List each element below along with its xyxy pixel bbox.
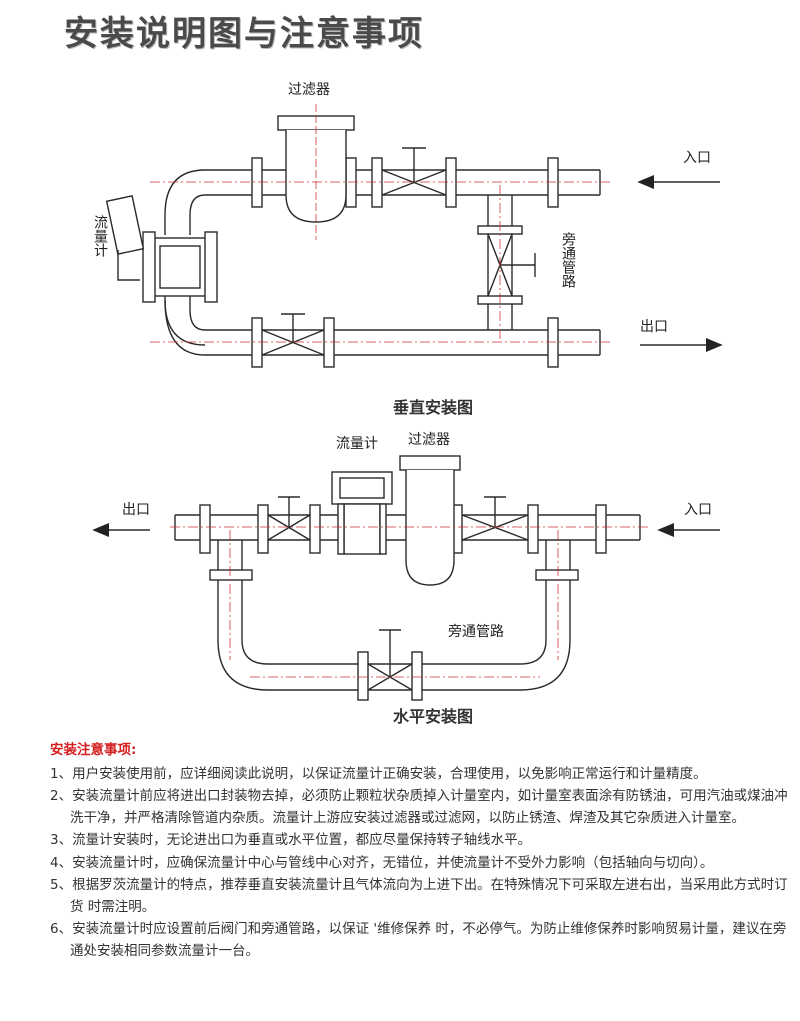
horizontal-bypass-label: 旁通管路: [448, 623, 504, 640]
note-item: 3、流量计安装时，无论进出口为垂直或水平位置，都应尽量保持转子轴线水平。: [50, 832, 532, 848]
vertical-filter-label: 过滤器: [288, 82, 330, 98]
vertical-meter-label: 流量计: [92, 215, 108, 257]
vertical-bypass-label: 旁通管路: [560, 231, 576, 288]
horizontal-inlet-label: 入口: [684, 502, 712, 518]
vertical-caption: 垂直安装图: [393, 398, 473, 417]
note-item: 5、根据罗茨流量计的特点，推荐垂直安装流量计且气体流向为上进下出。在特殊情况下可…: [50, 877, 788, 915]
note-item: 4、安装流量计时，应确保流量计中心与管线中心对齐，无错位，并使流量计不受外力影响…: [50, 854, 714, 871]
vertical-outlet-label: 出口: [640, 319, 668, 335]
note-item: 2、安装流量计前应将进出口封装物去掉，必须防止颗粒状杂质掉入计量室内，如计量室表…: [50, 788, 788, 826]
installation-notes: 安装注意事项: 1、用户安装使用前，应详细阅读此说明，以保证流量计正确安装，合理…: [50, 740, 790, 963]
horizontal-caption: 水平安装图: [393, 707, 473, 726]
note-item: 6、安装流量计时应设置前后阀门和旁通管路，以保证 '维修保养 时，不必停气。为防…: [50, 921, 787, 959]
notes-heading: 安装注意事项:: [50, 742, 137, 758]
horizontal-meter-label: 流量计: [336, 436, 378, 452]
horizontal-filter-label: 过滤器: [408, 432, 450, 448]
note-item: 1、用户安装使用前，应详细阅读此说明，以保证流量计正确安装，合理使用，以免影响正…: [50, 765, 707, 782]
horizontal-installation-diagram: [92, 455, 720, 701]
page-title: 安装说明图与注意事项: [64, 14, 424, 54]
vertical-installation-diagram: [105, 104, 723, 368]
horizontal-outlet-label: 出口: [122, 502, 150, 518]
vertical-inlet-label: 入口: [683, 150, 711, 166]
